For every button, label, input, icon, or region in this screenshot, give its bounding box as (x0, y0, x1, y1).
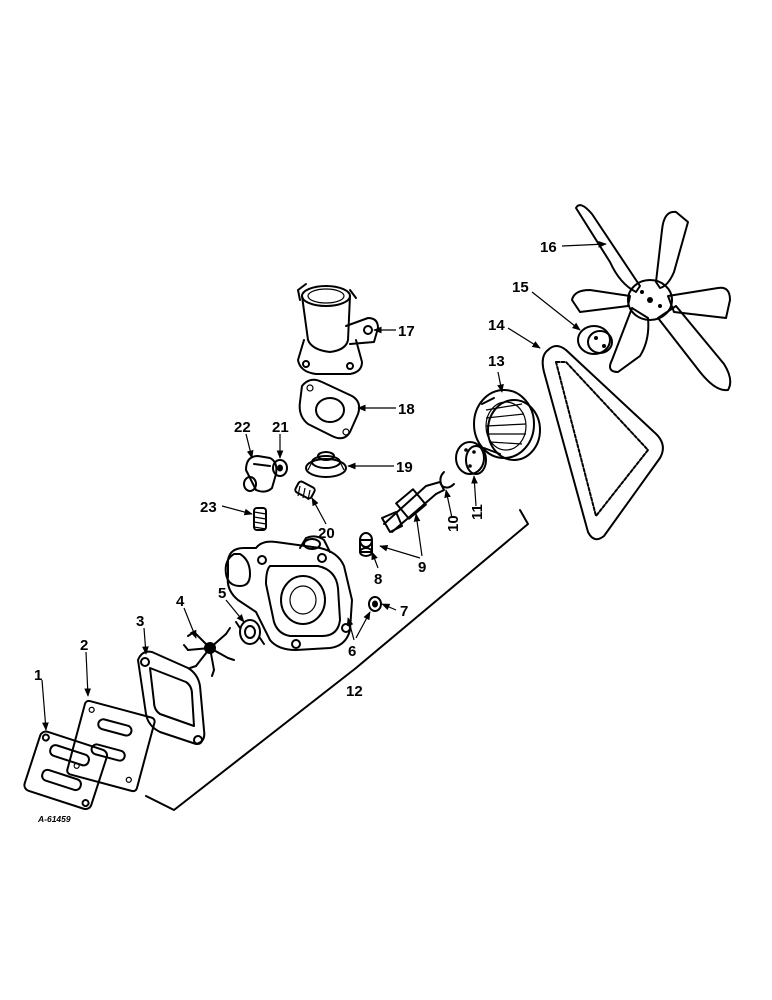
leader-8 (371, 551, 379, 569)
callout-18: 18 (398, 401, 415, 418)
callout-16: 16 (540, 239, 557, 256)
callout-21: 21 (272, 419, 289, 436)
callouts: 1 2 3 4 5 6 7 8 9 10 11 12 13 14 15 16 1… (34, 239, 557, 824)
part-fitting-20 (294, 480, 316, 501)
callout-3: 3 (136, 613, 144, 630)
leader-13 (497, 371, 504, 393)
callout-5: 5 (218, 585, 226, 602)
leader-6b (355, 611, 371, 639)
part-belt-14 (541, 345, 664, 541)
callout-23: 23 (200, 499, 217, 516)
part-snap-ring-10 (439, 471, 455, 489)
part-plug-7 (368, 596, 382, 612)
callout-9: 9 (418, 559, 426, 576)
callout-8: 8 (374, 571, 382, 588)
callout-14: 14 (488, 317, 505, 334)
part-seal-5 (235, 619, 265, 645)
leader-5 (225, 599, 245, 623)
part-spacer-15 (577, 325, 613, 355)
assembly-bracket-12 (145, 509, 529, 811)
part-elbow-22 (243, 455, 278, 493)
callout-11: 11 (469, 504, 486, 520)
leader-6a (346, 617, 355, 641)
callout-6: 6 (348, 643, 356, 660)
callout-22: 22 (234, 419, 251, 436)
part-gasket-1 (23, 730, 109, 811)
leader-4 (183, 607, 197, 639)
part-fan-16 (571, 204, 732, 392)
leader-3 (142, 627, 149, 655)
callout-1: 1 (34, 667, 42, 684)
leader-15 (531, 291, 581, 331)
leader-10 (444, 489, 453, 519)
leader-7 (381, 603, 397, 611)
part-pulley-13 (473, 389, 541, 461)
leader-2 (84, 651, 92, 697)
leader-20 (311, 497, 327, 525)
part-impeller-4 (183, 627, 235, 677)
part-gasket-18 (298, 378, 361, 440)
callout-10: 10 (445, 515, 462, 532)
part-shaft-9 (381, 481, 445, 533)
part-adapter-21 (272, 459, 288, 477)
leader-16 (561, 240, 607, 248)
leader-1 (41, 679, 49, 731)
callout-13: 13 (488, 353, 505, 370)
callout-15: 15 (512, 279, 529, 296)
part-plate-2 (66, 699, 156, 793)
callout-7: 7 (400, 603, 408, 620)
leader-22 (245, 433, 254, 459)
part-hub-11 (455, 441, 487, 475)
callout-20: 20 (318, 525, 335, 542)
part-outlet-17 (297, 283, 379, 375)
part-thermostat-19 (305, 451, 347, 478)
leader-23 (221, 505, 253, 516)
part-bushing-8 (359, 532, 373, 557)
leader-9a (379, 544, 421, 559)
part-nipple-23 (253, 507, 267, 531)
leader-11 (471, 475, 478, 507)
leader-14 (507, 327, 541, 349)
callout-4: 4 (176, 593, 185, 610)
leader-lines (41, 240, 607, 731)
part-pump-body (224, 535, 353, 651)
figure-reference: A-61459 (37, 814, 71, 824)
callout-2: 2 (80, 637, 88, 654)
callout-12: 12 (346, 683, 363, 700)
callout-17: 17 (398, 323, 415, 340)
leader-9b (413, 513, 423, 557)
callout-19: 19 (396, 459, 413, 476)
